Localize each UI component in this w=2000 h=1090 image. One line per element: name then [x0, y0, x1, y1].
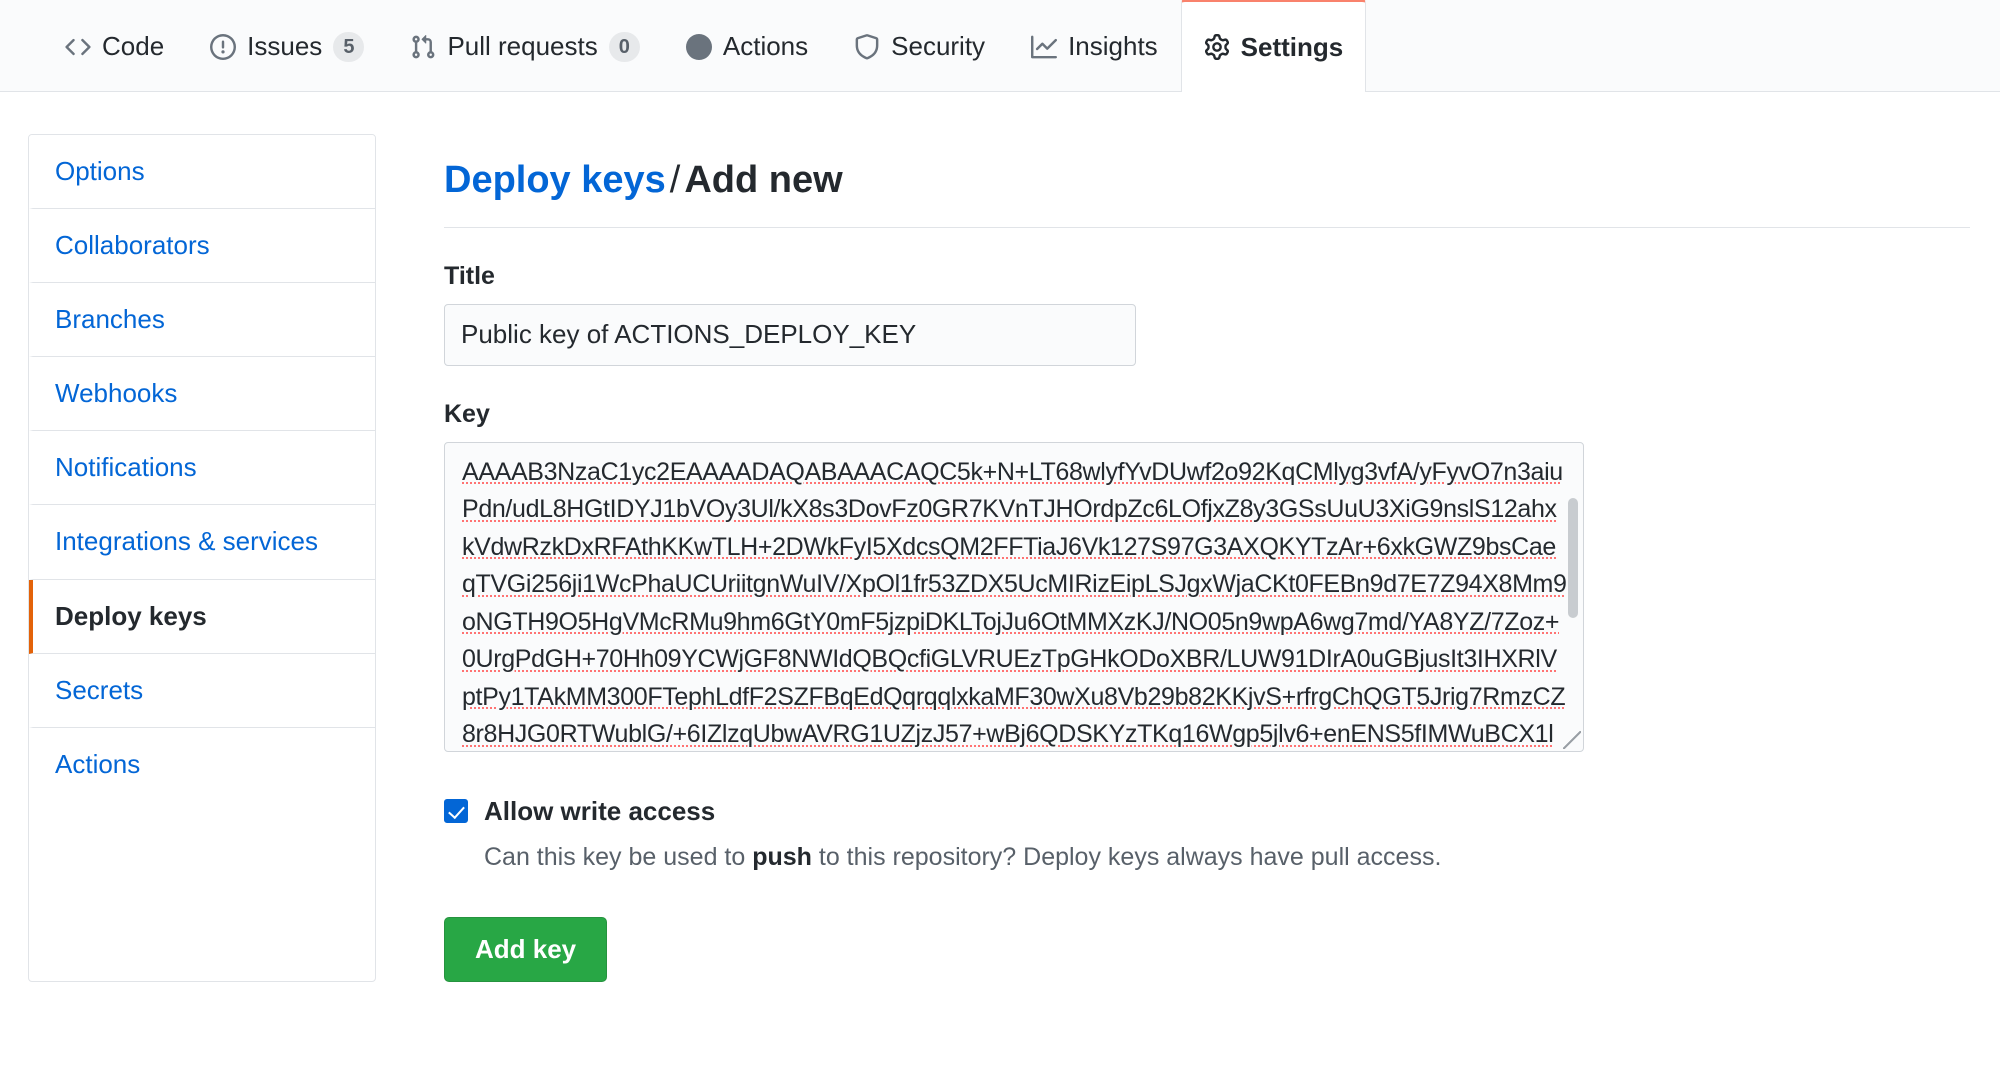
sidebar-item-deploy-keys[interactable]: Deploy keys — [29, 579, 375, 654]
help-suffix: to this repository? Deploy keys always h… — [811, 842, 1442, 871]
key-textarea-scrollbar[interactable] — [1568, 469, 1578, 725]
sidebar-item-label: Collaborators — [55, 230, 210, 261]
breadcrumb-current: Add new — [684, 159, 843, 202]
tab-settings-label: Settings — [1240, 31, 1344, 62]
tab-issues[interactable]: Issues 5 — [187, 1, 387, 91]
tab-settings[interactable]: Settings — [1180, 0, 1367, 92]
repo-nav: Code Issues 5 Pull requests 0 Actions — [0, 0, 2000, 92]
deploy-key-form-panel: Deploy keys/Add new Title Key AAAAB3NzaC… — [376, 132, 2000, 983]
key-field-label: Key — [444, 399, 490, 428]
add-key-button[interactable]: Add key — [444, 917, 608, 983]
allow-write-access-label[interactable]: Allow write access — [484, 795, 716, 826]
pull-requests-counter: 0 — [608, 31, 640, 62]
tab-security[interactable]: Security — [831, 1, 1008, 91]
help-prefix: Can this key be used to — [484, 842, 753, 871]
page-title: Deploy keys/Add new — [444, 157, 1970, 228]
key-textarea-scrollbar-thumb[interactable] — [1568, 497, 1578, 618]
gear-icon — [1204, 34, 1230, 60]
sidebar-item-options[interactable]: Options — [29, 135, 375, 210]
sidebar-item-label: Notifications — [55, 452, 197, 483]
settings-sidebar: Options Collaborators Branches Webhooks … — [28, 134, 376, 983]
allow-write-access-row: Allow write access — [444, 796, 1970, 827]
tab-insights-label: Insights — [1068, 31, 1158, 61]
sidebar-item-label: Integrations & services — [55, 526, 319, 557]
sidebar-item-actions[interactable]: Actions — [29, 727, 375, 801]
key-textarea-wrapper: AAAAB3NzaC1yc2EAAAADAQABAAACAQC5k+N+LT68… — [444, 441, 1584, 752]
git-pull-request-icon — [410, 34, 436, 60]
tab-actions-label: Actions — [722, 31, 809, 61]
tab-insights[interactable]: Insights — [1008, 1, 1181, 91]
breadcrumb-deploy-keys-link[interactable]: Deploy keys — [444, 159, 666, 202]
help-bold-push: push — [752, 842, 812, 871]
tab-actions[interactable]: Actions — [663, 1, 831, 91]
sidebar-item-label: Branches — [55, 304, 165, 335]
tab-code-label: Code — [102, 31, 165, 61]
allow-write-access-help: Can this key be used to push to this rep… — [484, 839, 1970, 875]
sidebar-item-integrations-and-services[interactable]: Integrations & services — [29, 505, 375, 580]
sidebar-item-collaborators[interactable]: Collaborators — [29, 209, 375, 284]
sidebar-item-webhooks[interactable]: Webhooks — [29, 357, 375, 432]
sidebar-item-secrets[interactable]: Secrets — [29, 653, 375, 728]
issue-opened-icon — [210, 33, 237, 60]
tab-pull-requests-label: Pull requests — [447, 31, 598, 61]
allow-write-access-checkbox[interactable] — [444, 799, 468, 824]
issues-counter: 5 — [333, 31, 365, 62]
shield-icon — [854, 33, 880, 60]
graph-icon — [1031, 34, 1058, 60]
tab-pull-requests[interactable]: Pull requests 0 — [387, 1, 662, 91]
settings-content: Options Collaborators Branches Webhooks … — [0, 92, 2000, 983]
tab-issues-label: Issues — [247, 31, 323, 61]
tab-code[interactable]: Code — [42, 1, 187, 91]
sidebar-item-label: Deploy keys — [55, 600, 207, 631]
key-textarea[interactable]: AAAAB3NzaC1yc2EAAAADAQABAAACAQC5k+N+LT68… — [444, 441, 1584, 752]
title-field-label: Title — [444, 261, 495, 290]
sidebar-item-label: Options — [55, 156, 145, 186]
tab-security-label: Security — [891, 31, 986, 61]
play-icon — [685, 33, 712, 60]
breadcrumb-separator: / — [669, 159, 681, 202]
sidebar-item-label: Webhooks — [55, 378, 178, 409]
sidebar-item-label: Secrets — [55, 674, 144, 705]
title-input[interactable] — [444, 303, 1136, 366]
sidebar-item-label: Actions — [55, 748, 141, 779]
sidebar-item-branches[interactable]: Branches — [29, 283, 375, 358]
code-icon — [65, 34, 91, 60]
sidebar-item-notifications[interactable]: Notifications — [29, 431, 375, 506]
key-textarea-resize-handle[interactable] — [1563, 730, 1581, 749]
